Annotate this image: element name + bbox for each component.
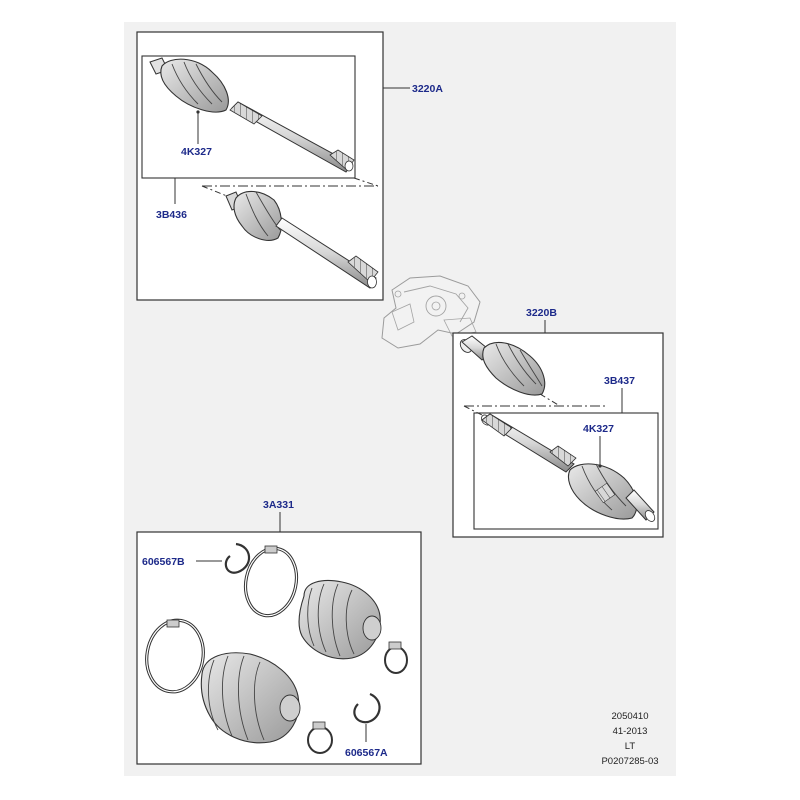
label-inner-joint-rear: 3B437 <box>604 375 635 387</box>
boot-front <box>149 57 229 113</box>
small-clamp-upper <box>384 641 408 674</box>
label-3a331: 3A331 <box>263 499 294 511</box>
label-circlip-lower: 606567A <box>345 747 388 759</box>
ref-line-3: LT <box>625 741 636 752</box>
group-3220a: 3220A 4K327 3B436 <box>136 31 443 301</box>
ref-line-4: P0207285-03 <box>601 756 658 767</box>
group-3a331: 3A331 606567B <box>136 499 422 765</box>
label-boot-rear: 4K327 <box>583 423 614 435</box>
boot-lower <box>200 652 301 744</box>
label-3220b: 3220B <box>526 307 557 319</box>
inner-joint-rear <box>459 335 546 396</box>
ref-line-2: 41-2013 <box>613 726 648 737</box>
reference-block: 2050410 41-2013 LT P0207285-03 <box>601 711 658 767</box>
outer-joint-front <box>225 190 379 289</box>
small-clamp-lower <box>307 721 333 754</box>
label-circlip-upper: 606567B <box>142 556 185 568</box>
label-outer-joint-front: 3B436 <box>156 209 187 221</box>
label-boot-front: 4K327 <box>181 146 212 158</box>
ref-line-1: 2050410 <box>612 711 649 722</box>
shaft-rear <box>481 413 577 473</box>
circlip-lower <box>353 692 381 724</box>
circlip-upper <box>224 542 251 574</box>
shaft-front <box>229 101 355 173</box>
differential-housing <box>381 275 481 349</box>
label-3220a: 3220A <box>412 83 443 95</box>
boot-upper <box>298 579 382 660</box>
clamp-band-upper <box>243 545 299 618</box>
clamp-band-lower <box>145 618 205 694</box>
group-3220b: 3220B 3B437 <box>452 307 664 538</box>
boot-rear <box>567 463 656 522</box>
